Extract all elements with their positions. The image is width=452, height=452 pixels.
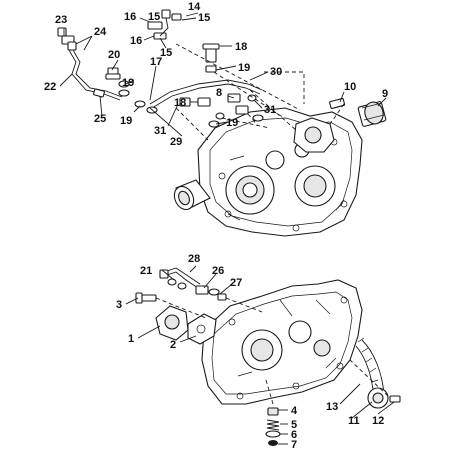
callout-15-mid: 15 <box>160 47 172 59</box>
pump-bolt <box>135 292 157 304</box>
oil-pump <box>155 305 217 345</box>
callout-leaders <box>59 12 395 445</box>
callout-17: 17 <box>150 56 162 68</box>
callout-26: 26 <box>212 265 224 277</box>
callout-16-mid: 16 <box>130 35 142 47</box>
callout-25: 25 <box>94 113 106 125</box>
callout-24: 24 <box>94 26 107 38</box>
callout-23: 23 <box>55 14 67 26</box>
callout-8: 8 <box>216 87 222 99</box>
callout-1: 1 <box>128 333 134 345</box>
callout-18-top: 18 <box>235 41 247 53</box>
callout-9: 9 <box>382 88 388 100</box>
callout-16-top: 16 <box>124 11 136 23</box>
callout-19-mid: 19 <box>226 117 238 129</box>
upper-fittings <box>57 9 264 128</box>
callout-29: 29 <box>170 136 182 148</box>
callout-27: 27 <box>230 277 242 289</box>
callout-19-lower: 19 <box>120 115 132 127</box>
callout-4: 4 <box>291 405 298 417</box>
callout-22: 22 <box>44 81 56 93</box>
callout-7: 7 <box>291 439 297 451</box>
callout-12: 12 <box>372 415 384 427</box>
callout-19-top: 19 <box>238 62 250 74</box>
upper-dashed-leaders <box>175 43 345 141</box>
callout-31-right: 31 <box>264 104 276 116</box>
sprocket-bolt <box>389 395 401 403</box>
callout-15-right: 15 <box>198 12 210 24</box>
callout-6: 6 <box>291 429 297 441</box>
callout-14: 14 <box>188 1 201 13</box>
callout-10: 10 <box>344 81 356 93</box>
callout-19-left: 19 <box>122 77 134 89</box>
lower-fittings <box>167 278 227 301</box>
callout-30: 30 <box>270 66 282 78</box>
callout-21: 21 <box>140 265 152 277</box>
callout-18-mid: 18 <box>174 97 186 109</box>
oil-pipe-17 <box>149 79 263 109</box>
oil-filter <box>357 101 387 127</box>
callout-11: 11 <box>348 415 360 427</box>
callout-13: 13 <box>326 401 338 413</box>
callout-15-top: 15 <box>148 11 160 23</box>
callout-5: 5 <box>291 419 297 431</box>
callout-28: 28 <box>188 253 200 265</box>
callout-20: 20 <box>108 49 120 61</box>
callout-labels: 23 24 16 15 14 15 16 15 18 20 17 19 30 2… <box>44 1 388 451</box>
lower-crankcase <box>201 279 363 405</box>
callout-31-left: 31 <box>154 125 166 137</box>
callout-2: 2 <box>170 339 176 351</box>
oil-pipe-28 <box>159 267 201 289</box>
sprocket <box>367 387 389 409</box>
upper-crankcase <box>173 107 363 237</box>
callout-3: 3 <box>116 299 122 311</box>
filter-nipple <box>329 97 346 110</box>
lower-dashed-leaders <box>155 297 389 405</box>
relief-valve-stack <box>265 407 281 446</box>
